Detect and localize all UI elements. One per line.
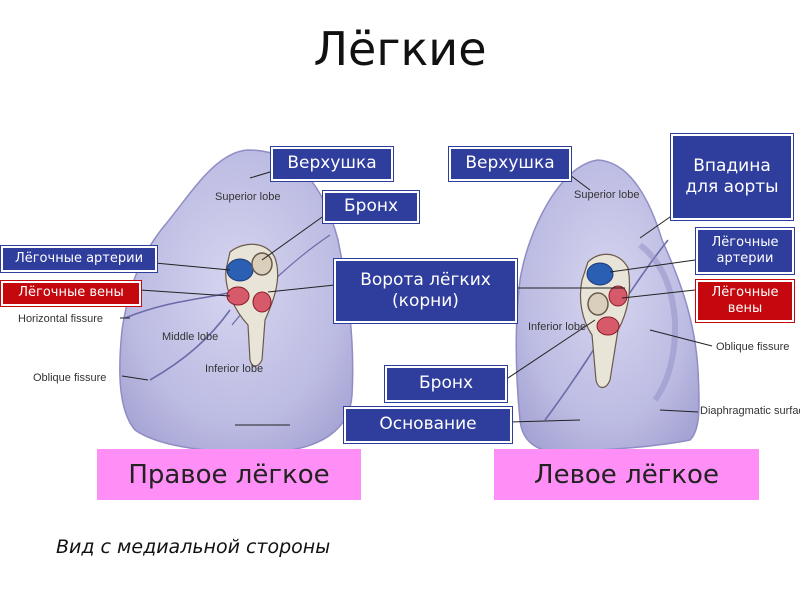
left-pulmonary-vein-2 bbox=[596, 316, 620, 336]
label-apex-left: Верхушка bbox=[449, 147, 571, 181]
anat-inferior-lobe-left: Inferior lobe bbox=[528, 321, 586, 333]
right-oblique-fissure bbox=[149, 309, 231, 381]
anat-middle-lobe: Middle lobe bbox=[162, 331, 218, 343]
anat-superior-lobe-right: Superior lobe bbox=[215, 191, 280, 203]
leader-lines bbox=[120, 171, 713, 426]
label-bronchus-top: Бронх bbox=[323, 191, 419, 223]
right-pulmonary-vein-2 bbox=[252, 291, 272, 313]
anat-inferior-lobe-right: Inferior lobe bbox=[205, 363, 263, 375]
anat-diaphragmatic-surface: Diaphragmatic surface bbox=[700, 405, 800, 417]
left-aortic-groove bbox=[638, 242, 679, 402]
label-pulmonary-arteries-right: Лёгочные артерии bbox=[696, 228, 794, 274]
page-title: Лёгкие bbox=[313, 22, 487, 76]
label-pulmonary-veins-right: Лёгочные вены bbox=[696, 280, 794, 322]
panel-left-lung: Левое лёгкое bbox=[494, 449, 759, 500]
left-pulmonary-vein-1 bbox=[608, 285, 628, 307]
anat-oblique-fissure-right: Oblique fissure bbox=[33, 372, 106, 384]
label-apex-right: Верхушка bbox=[271, 147, 393, 181]
label-bronchus-bottom: Бронх bbox=[385, 366, 507, 402]
panel-right-lung: Правое лёгкое bbox=[97, 449, 361, 500]
label-aortic-groove: Впадина для аорты bbox=[671, 134, 793, 220]
left-bronchus-ring bbox=[587, 292, 609, 316]
right-pulmonary-artery bbox=[226, 258, 254, 282]
anat-horizontal-fissure: Horizontal fissure bbox=[18, 313, 103, 325]
caption: Вид с медиальной стороны bbox=[56, 536, 331, 558]
label-pulmonary-veins-left: Лёгочные вены bbox=[1, 281, 141, 306]
left-pulmonary-artery bbox=[586, 262, 614, 286]
anat-superior-lobe-left: Superior lobe bbox=[574, 189, 639, 201]
right-pulmonary-vein-1 bbox=[226, 286, 250, 306]
label-pulmonary-arteries-left: Лёгочные артерии bbox=[1, 246, 157, 272]
label-base: Основание bbox=[344, 407, 512, 443]
anat-oblique-fissure-left: Oblique fissure bbox=[716, 341, 789, 353]
label-hilum: Ворота лёгких (корни) bbox=[334, 259, 517, 323]
right-horizontal-fissure bbox=[124, 291, 233, 319]
right-bronchus-ring bbox=[251, 252, 273, 276]
